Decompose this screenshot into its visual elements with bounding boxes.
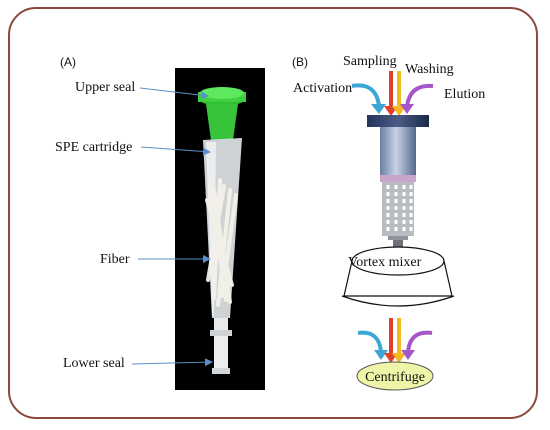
spe-cartridge-photo — [198, 87, 246, 374]
centrifuge: Centrifuge — [356, 361, 434, 391]
callout-lower-seal: Lower seal — [63, 356, 213, 371]
callout-upper-seal: Upper seal — [75, 80, 209, 100]
callout-spe-cartridge: SPE cartridge — [55, 140, 211, 156]
washing-label: Washing — [405, 62, 454, 77]
extraction-device — [367, 115, 429, 250]
centrifuge-label: Centrifuge — [365, 370, 425, 385]
sampling-label: Sampling — [343, 54, 397, 69]
panel-a-label: (A) — [60, 55, 76, 69]
panel-b-label: (B) — [292, 55, 308, 69]
spe-cartridge-arrow — [140, 146, 211, 156]
figure-frame — [8, 7, 538, 419]
activation-label: Activation — [293, 81, 352, 96]
upper-seal-arrow — [139, 87, 209, 100]
lower-seal-label: Lower seal — [63, 356, 125, 371]
elution-label: Elution — [444, 87, 485, 102]
lower-seal-arrow — [131, 358, 213, 367]
vortex-mixer-label: Vortex mixer — [348, 255, 422, 270]
upper-seal-label: Upper seal — [75, 80, 135, 95]
top-process-arrows — [351, 71, 434, 116]
elution-arrow — [405, 83, 434, 107]
fiber-label: Fiber — [100, 252, 130, 267]
vortex-mixer: Vortex mixer — [341, 246, 455, 307]
callout-fiber: Fiber — [100, 252, 211, 267]
bottom-process-arrows — [357, 318, 433, 363]
activation-arrow — [351, 83, 381, 107]
spe-cartridge-label: SPE cartridge — [55, 140, 132, 155]
